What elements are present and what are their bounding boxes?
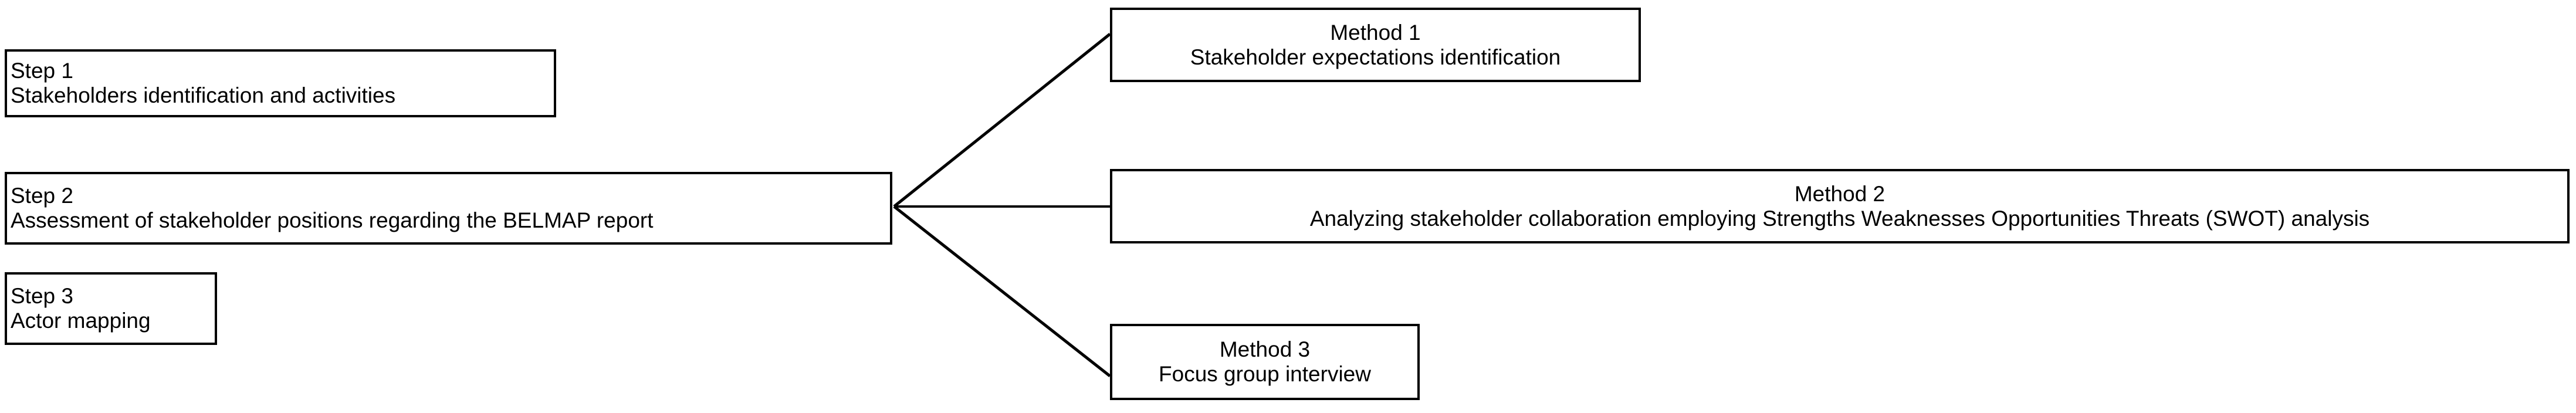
step-3-description: Actor mapping <box>11 309 151 333</box>
node-step-2[interactable]: Step 2 Assessment of stakeholder positio… <box>5 172 892 245</box>
method-1-title: Method 1 <box>1330 20 1421 45</box>
step-1-title: Step 1 <box>11 59 73 83</box>
node-method-2[interactable]: Method 2 Analyzing stakeholder collabora… <box>1110 169 2570 243</box>
step-2-description: Assessment of stakeholder positions rega… <box>11 208 654 232</box>
node-method-3[interactable]: Method 3 Focus group interview <box>1110 324 1420 400</box>
node-step-1[interactable]: Step 1 Stakeholders identification and a… <box>5 49 556 117</box>
step-3-title: Step 3 <box>11 284 73 309</box>
connector-step2-method1 <box>893 33 1111 208</box>
method-2-title: Method 2 <box>1794 181 1886 206</box>
step-1-description: Stakeholders identification and activiti… <box>11 83 396 107</box>
step-2-title: Step 2 <box>11 184 73 208</box>
method-1-description: Stakeholder expectations identification <box>1190 45 1561 69</box>
method-3-title: Method 3 <box>1219 337 1311 362</box>
node-method-1[interactable]: Method 1 Stakeholder expectations identi… <box>1110 8 1641 82</box>
connector-step2-method3 <box>893 205 1111 377</box>
node-step-3[interactable]: Step 3 Actor mapping <box>5 272 217 345</box>
method-3-description: Focus group interview <box>1159 362 1371 386</box>
method-2-description: Analyzing stakeholder collaboration empl… <box>1309 206 2370 231</box>
